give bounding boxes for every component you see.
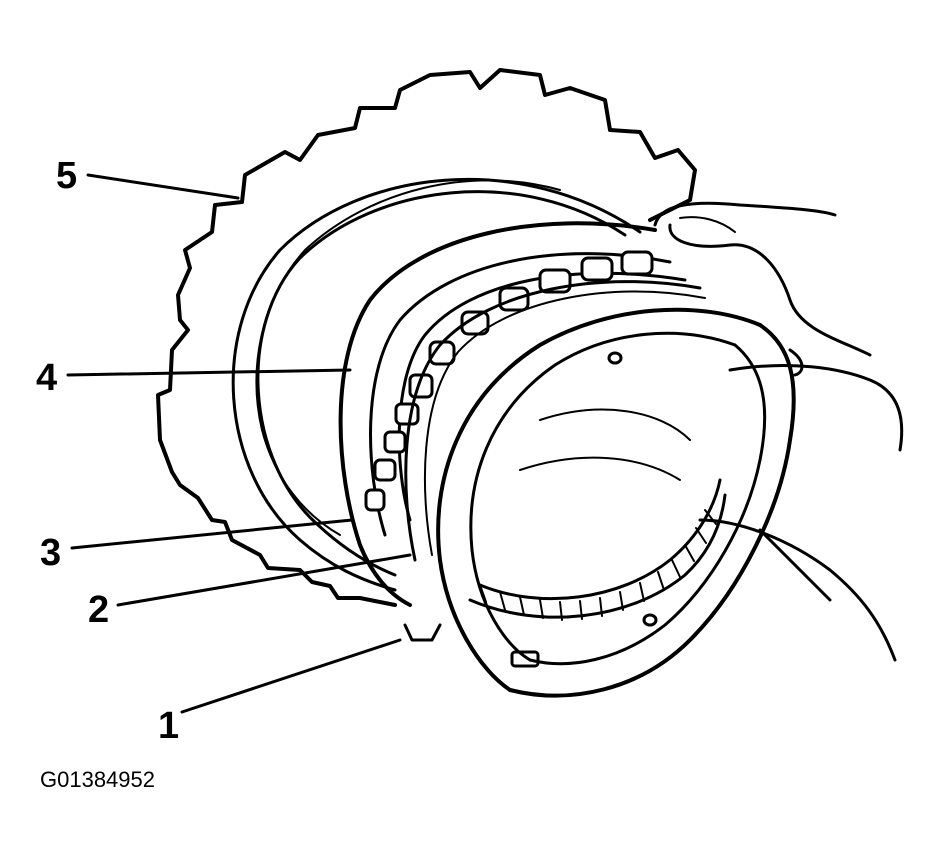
leader-line-4 <box>66 368 352 377</box>
roller-elements <box>364 250 654 512</box>
leader-line-3 <box>70 518 354 550</box>
callout-3: 3 <box>40 532 61 574</box>
callout-1: 1 <box>158 705 179 747</box>
callout-4: 4 <box>36 357 57 399</box>
callout-labels: 5 4 3 2 1 <box>36 155 179 747</box>
leader-line-2 <box>116 553 412 607</box>
part-3-thin-ring <box>404 280 706 562</box>
figure-id: G01384952 <box>40 767 155 792</box>
part-4-roller-cage <box>338 221 687 607</box>
inner-needle-bearing <box>468 408 727 621</box>
hand-upper <box>653 201 872 377</box>
part-5-splined-housing <box>156 68 697 607</box>
hand-lower <box>698 363 904 662</box>
leader-line-1 <box>180 638 402 714</box>
callout-2: 2 <box>88 589 109 631</box>
leader-lines <box>66 173 412 714</box>
leader-line-5 <box>86 173 240 200</box>
part-1-front-race <box>403 307 796 698</box>
callout-5: 5 <box>56 155 77 197</box>
